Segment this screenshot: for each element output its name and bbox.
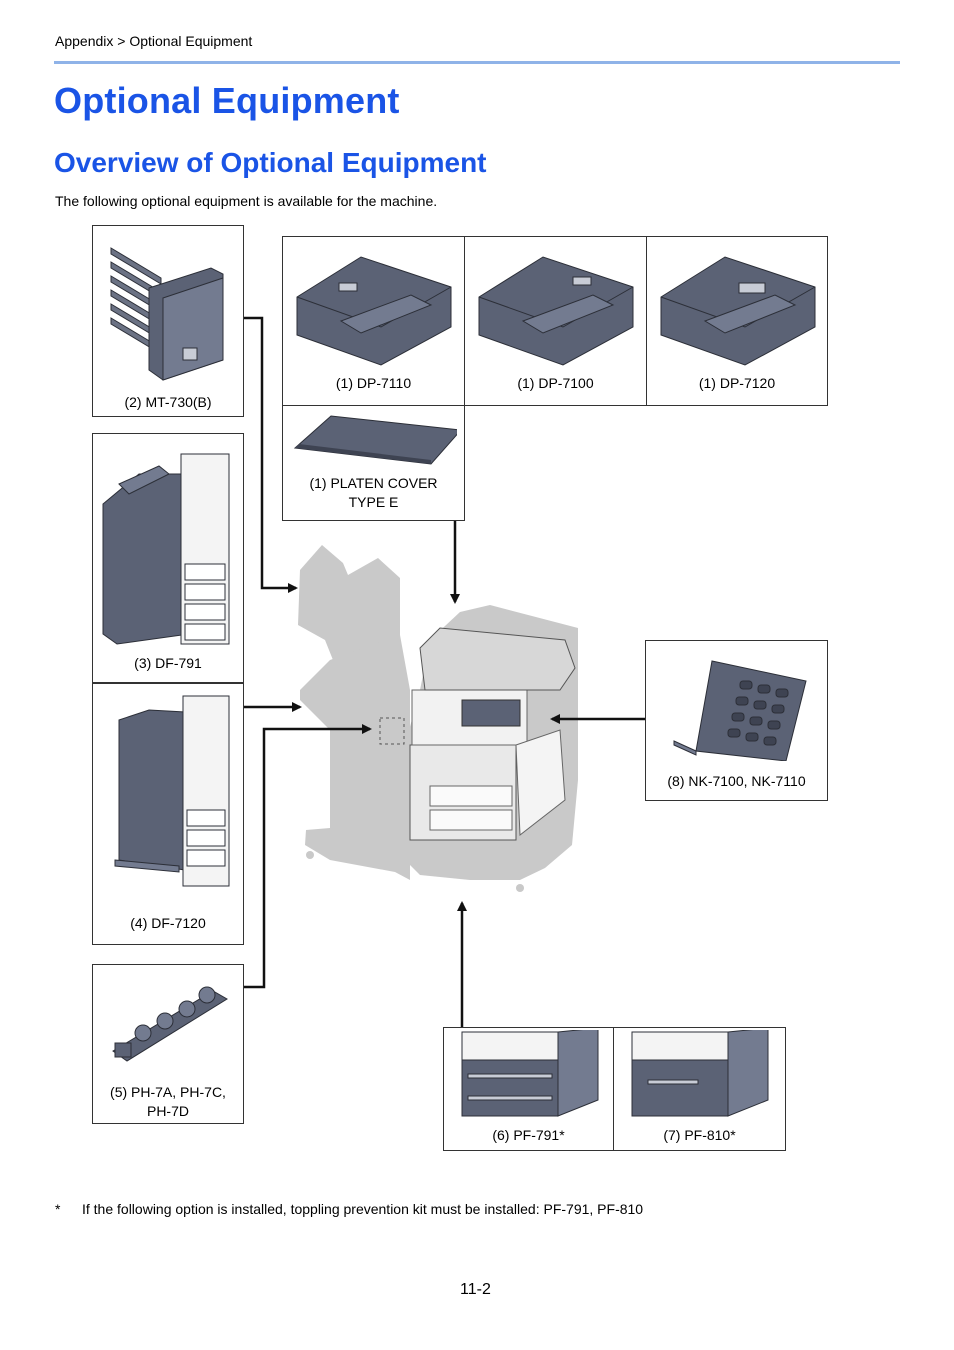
pf810-label: (7) PF-810* bbox=[663, 1127, 736, 1143]
dp7110-label: (1) DP-7110 bbox=[335, 375, 412, 391]
finisher-df791-image bbox=[102, 453, 230, 645]
pf810-box: (7) PF-810* bbox=[613, 1027, 786, 1151]
page-number: 11-2 bbox=[460, 1281, 491, 1298]
paper-feeder-pf810-image bbox=[631, 1030, 769, 1117]
finisher-body-ghost bbox=[300, 635, 410, 880]
arrow-mt730 bbox=[244, 316, 298, 593]
dp7100-box: (1) DP-7100 bbox=[464, 236, 647, 406]
section-title: Overview of Optional Equipment bbox=[54, 147, 487, 178]
header-rule bbox=[54, 61, 900, 64]
punch-unit-image bbox=[112, 986, 228, 1062]
finisher-df7120-image bbox=[114, 695, 230, 887]
intro-text: The following optional equipment is avai… bbox=[55, 193, 438, 209]
document-processor-7100-image bbox=[478, 256, 634, 366]
footnote-text: If the following option is installed, to… bbox=[82, 1201, 644, 1217]
ph7-box: (5) PH-7A, PH-7C, PH-7D bbox=[92, 964, 244, 1124]
page-title: Optional Equipment bbox=[54, 80, 400, 121]
arrow-ph7 bbox=[244, 724, 372, 989]
df791-box: (3) DF-791 bbox=[92, 433, 244, 683]
ph7-label: (5) PH-7A, PH-7C, PH-7D bbox=[110, 1084, 226, 1119]
pf791-box: (6) PF-791* bbox=[443, 1027, 614, 1151]
dp7120-box: (1) DP-7120 bbox=[646, 236, 828, 406]
df7120-label: (4) DF-7120 bbox=[130, 915, 206, 931]
mt730-box: (2) MT-730(B) bbox=[92, 225, 244, 417]
paper-feeder-pf791-image bbox=[461, 1030, 599, 1117]
inner-unit-ghost bbox=[379, 717, 405, 745]
platen-box: (1) PLATEN COVER TYPE E bbox=[282, 405, 465, 521]
dp7120-label: (1) DP-7120 bbox=[698, 375, 776, 391]
platen-cover-image bbox=[293, 415, 457, 465]
platen-label: (1) PLATEN COVER TYPE E bbox=[309, 475, 438, 510]
mt730-label: (2) MT-730(B) bbox=[124, 394, 212, 410]
nk-label: (8) NK-7100, NK-7110 bbox=[667, 773, 806, 789]
document-processor-7110-image bbox=[296, 256, 452, 366]
dp7110-box: (1) DP-7110 bbox=[282, 236, 465, 406]
dp7100-label: (1) DP-7100 bbox=[517, 375, 594, 391]
df791-label: (3) DF-791 bbox=[134, 655, 202, 671]
breadcrumb: Appendix > Optional Equipment bbox=[55, 33, 253, 49]
document-processor-7120-image bbox=[660, 256, 816, 366]
nk-box: (8) NK-7100, NK-7110 bbox=[645, 640, 828, 801]
mailbox-image bbox=[110, 247, 224, 381]
df7120-box: (4) DF-7120 bbox=[92, 683, 244, 945]
numeric-keypad-image bbox=[673, 660, 807, 761]
pf791-label: (6) PF-791* bbox=[492, 1127, 565, 1143]
footnote-mark: * bbox=[55, 1201, 61, 1217]
